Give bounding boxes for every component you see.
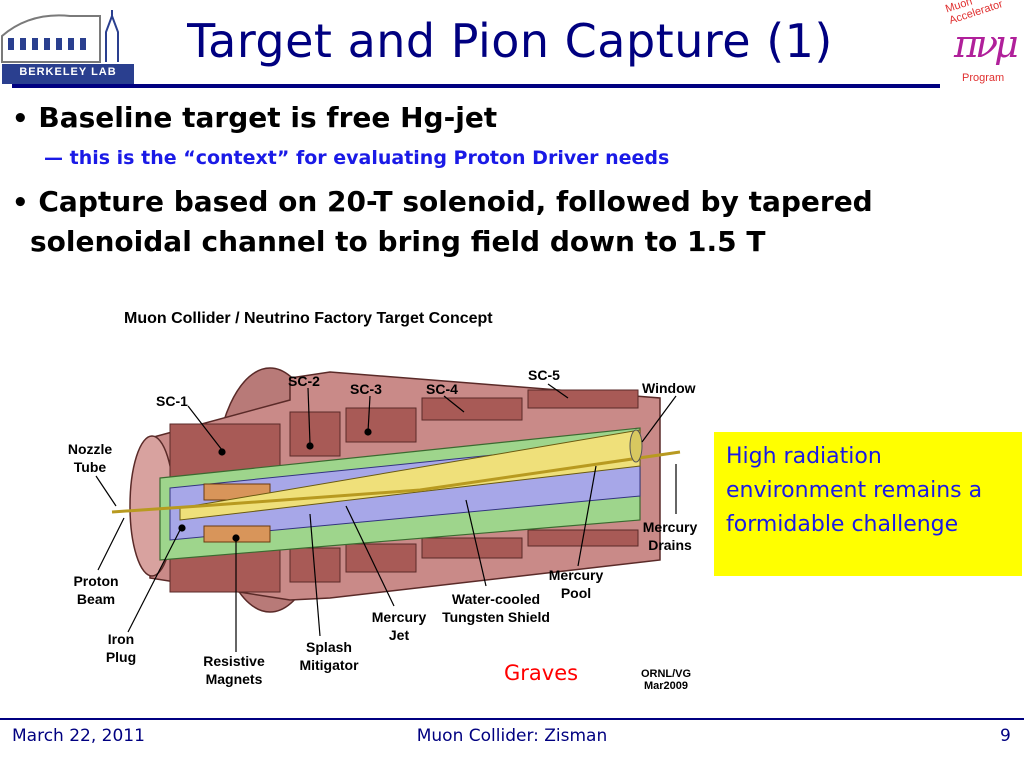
label-tungsten-shield: Water-cooled Tungsten Shield (426, 590, 566, 626)
logo-text: BERKELEY LAB (19, 66, 117, 78)
label-resistive-magnets: Resistive Magnets (190, 652, 278, 688)
mercury-jet (111, 450, 681, 514)
label-line: Magnets (205, 671, 263, 687)
label-sc3: SC-3 (350, 381, 382, 397)
berkeley-lab-logo (0, 10, 134, 84)
bullet-1-text: Baseline target is free Hg-jet (38, 101, 498, 134)
credit-graves: Graves (504, 661, 579, 685)
credit-line: ORNL/VG (640, 668, 692, 680)
label-iron-plug: Iron Plug (98, 630, 144, 666)
label-splash-mitigator: Splash Mitigator (284, 638, 374, 674)
resistive-magnet-bottom (203, 525, 271, 543)
coil-sc2 (289, 411, 341, 457)
label-mercury-pool: Mercury Pool (538, 566, 614, 602)
bullet-2-line1: Capture based on 20-T solenoid, followed… (38, 185, 873, 218)
sub-bullet-1-text: this is the “context” for evaluating Pro… (69, 147, 670, 169)
logo-glyphs: πνμ (954, 22, 1019, 66)
sub-bullet-1: — this is the “context” for evaluating P… (44, 147, 669, 169)
label-window: Window (642, 380, 696, 396)
label-line: Pool (560, 585, 592, 601)
label-sc2: SC-2 (288, 373, 320, 389)
label-line: Tube (73, 459, 107, 475)
coil-sc3 (345, 407, 417, 443)
bullet-dot: • (12, 104, 29, 134)
page-number: 9 (1000, 726, 1011, 746)
credit-line: Mar2009 (643, 680, 689, 692)
label-proton-beam: Proton Beam (64, 572, 128, 608)
label-sc5: SC-5 (528, 367, 560, 383)
coil-sc4 (421, 397, 523, 421)
coil-sc5 (527, 389, 639, 409)
label-line: Resistive (203, 653, 265, 669)
bullet-2-cont: solenoidal channel to bring field down t… (30, 225, 766, 258)
label-line: Mercury (642, 519, 698, 535)
label-mercury-drains: Mercury Drains (632, 518, 708, 554)
label-line: Beam (76, 591, 116, 607)
bullet-dot: • (12, 188, 29, 218)
label-line: Plug (105, 649, 137, 665)
label-sc1: SC-1 (156, 393, 188, 409)
credit-ornl: ORNL/VG Mar2009 (628, 668, 704, 692)
label-sc4: SC-4 (426, 381, 458, 397)
title-rule (12, 84, 940, 88)
label-line: Mercury (548, 567, 604, 583)
bullet-2: • Capture based on 20-T solenoid, follow… (12, 182, 873, 223)
bullet-1: • Baseline target is free Hg-jet (12, 98, 497, 139)
logo-bottom-text: Program (962, 72, 1005, 84)
label-line: Splash (306, 639, 352, 655)
label-line: Drains (648, 537, 692, 553)
footer-center: Muon Collider: Zisman (416, 726, 608, 746)
radiation-callout: High radiation environment remains a for… (714, 432, 1022, 576)
label-line: Water-cooled (451, 591, 541, 607)
label-line: Tungsten Shield (442, 609, 550, 625)
label-line: Jet (388, 627, 410, 643)
slide-title: Target and Pion Capture (1) (187, 14, 833, 68)
window (629, 429, 643, 463)
footer-rule (0, 718, 1024, 720)
footer-date: March 22, 2011 (12, 726, 145, 746)
label-line: Proton (73, 573, 119, 589)
diagram-title: Muon Collider / Neutrino Factory Target … (124, 310, 493, 327)
label-line: Nozzle (67, 441, 113, 457)
beam-pipe (179, 429, 641, 521)
label-line: Mercury (371, 609, 427, 625)
label-nozzle-tube: Nozzle Tube (62, 440, 118, 476)
dash: — (44, 147, 70, 169)
label-line: Mitigator (299, 657, 359, 673)
label-mercury-jet: Mercury Jet (362, 608, 436, 644)
label-line: Iron (107, 631, 135, 647)
